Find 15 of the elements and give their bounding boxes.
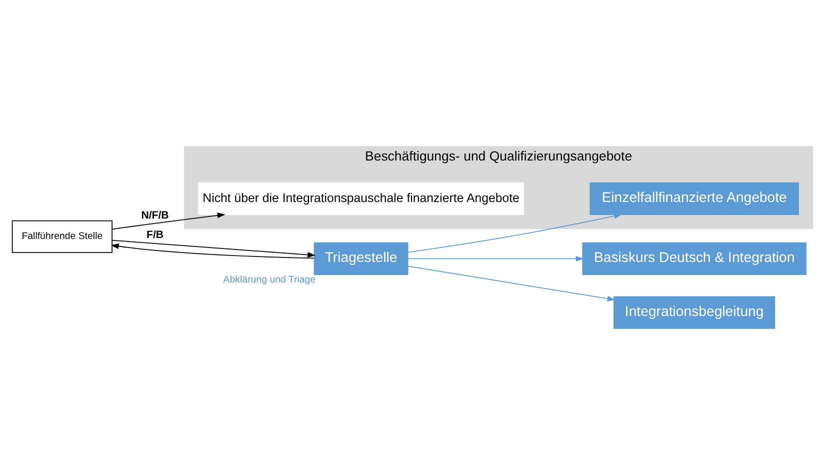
arrow: [408, 266, 616, 302]
node-box: Einzelfallfinanzierte Angebote: [590, 182, 799, 216]
node-box: Nicht über die Integrationspauschale finanzierte Angebote: [198, 182, 524, 216]
node-box: Integrationsbegleitung: [614, 296, 776, 329]
arrow: [110, 243, 314, 259]
edge-label: F/B: [146, 229, 164, 242]
node-box: Basiskurs Deutsch & Integration: [582, 242, 806, 276]
arrow: [408, 213, 622, 253]
arrow: [112, 240, 316, 258]
node-box: Triagestelle: [314, 242, 408, 276]
node-box: Fallführende Stelle: [12, 220, 113, 253]
edge-label: N/F/B: [141, 210, 169, 222]
arrow: [408, 256, 584, 262]
arrow: [112, 212, 226, 230]
node-label: Abklärung und Triage: [223, 274, 316, 286]
